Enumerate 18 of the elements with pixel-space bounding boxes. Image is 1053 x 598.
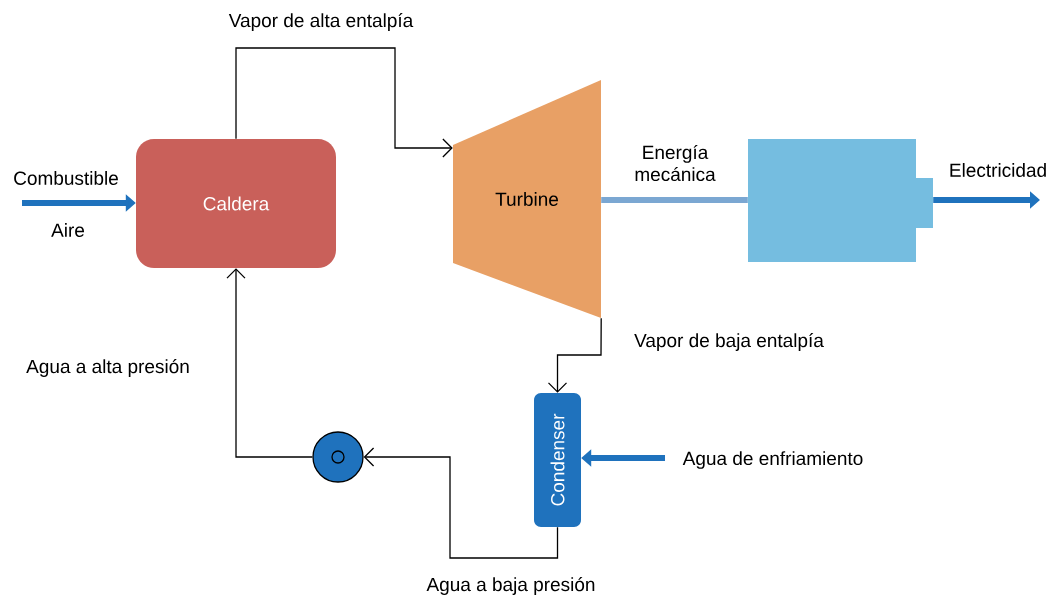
edge-label: Vapor de baja entalpía [633, 332, 825, 352]
boiler-box: Caldera [136, 139, 336, 268]
edge-label: Electricidad [947, 162, 1049, 178]
arrow [226, 268, 313, 458]
edge-label: Combustible [12, 170, 120, 186]
generator-box [748, 139, 933, 262]
pump-symbol [312, 431, 364, 483]
condenser-box: Condenser [534, 393, 581, 527]
edge-label: Vapor de alta entalpía [227, 12, 415, 32]
connector-line [601, 197, 748, 203]
edge-label: Energía mecánica [619, 143, 731, 183]
flow-label: Aire [51, 223, 85, 237]
edge-label: Agua a alta presión [25, 358, 191, 378]
arrow [363, 447, 559, 559]
edge-label: Agua de enfriamiento [681, 450, 865, 470]
edge-label: Agua a baja presión [425, 576, 597, 596]
arrow [547, 317, 602, 393]
arrow [235, 47, 453, 158]
